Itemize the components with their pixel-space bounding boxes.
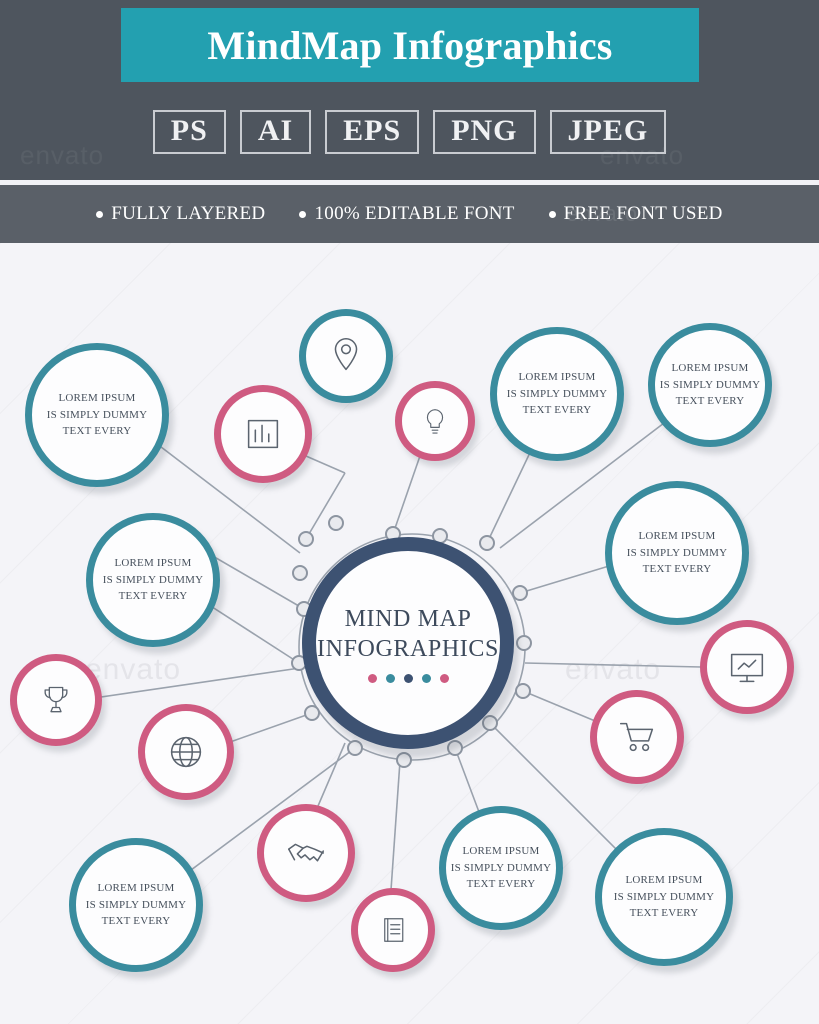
bullet-dot-icon (96, 210, 104, 218)
feature-label: FULLY LAYERED (111, 203, 266, 224)
center-dot (385, 673, 395, 683)
format-badge-jpeg: JPEG (549, 110, 667, 154)
page-title: MindMap Infographics (207, 22, 613, 68)
watermark-text: envato (20, 140, 105, 170)
watermark-text: envato (565, 653, 662, 686)
globe-icon (163, 729, 209, 775)
bullet-dot-icon (548, 210, 556, 218)
feature-label: 100% EDITABLE FONT (314, 203, 515, 224)
format-badge-png: PNG (433, 110, 536, 154)
format-badge-ai: AI (239, 110, 312, 154)
center-title-line2: INFOGRAPHICS (317, 635, 499, 662)
title-band: MindMap Infographics (121, 8, 699, 82)
notebook-icon (375, 912, 411, 948)
node-icon-handshake[interactable] (257, 804, 355, 902)
format-badges: PS AI EPS PNG JPEG (0, 103, 819, 161)
node-icon-chart[interactable] (214, 385, 312, 483)
watermark-text: envato (85, 653, 182, 686)
center-node[interactable]: MIND MAP INFOGRAPHICS (302, 537, 514, 749)
node-icon-trophy[interactable] (10, 654, 102, 746)
feature-fully-layered: FULLY LAYERED (96, 203, 265, 225)
lightbulb-icon (418, 404, 452, 438)
bar-chart-icon (240, 411, 286, 457)
center-dots (367, 673, 449, 683)
node-icon-cart[interactable] (590, 690, 684, 784)
feature-free-font: FREE FONT USED (548, 203, 723, 225)
header: envato envato MindMap Infographics PS AI… (0, 0, 819, 180)
shopping-cart-icon (614, 714, 660, 760)
trophy-icon (36, 680, 76, 720)
watermark-text: envato (566, 201, 639, 226)
feature-bar: envato FULLY LAYERED 100% EDITABLE FONT … (0, 185, 819, 243)
feature-label: FREE FONT USED (563, 203, 723, 224)
mindmap-canvas: envato envato (0, 243, 819, 1024)
node-icon-notebook[interactable] (351, 888, 435, 972)
center-dot (439, 673, 449, 683)
node-icon-globe[interactable] (138, 704, 234, 800)
map-pin-icon (323, 333, 369, 379)
center-dot (403, 673, 413, 683)
handshake-icon (283, 830, 329, 876)
feature-editable-font: 100% EDITABLE FONT (299, 203, 514, 225)
format-badge-ps: PS (152, 110, 226, 154)
center-dot (367, 673, 377, 683)
bullet-dot-icon (299, 210, 307, 218)
node-icon-idea[interactable] (395, 381, 475, 461)
monitor-icon (724, 644, 770, 690)
center-dot (421, 673, 431, 683)
center-title-line1: MIND MAP (344, 605, 472, 632)
node-icon-monitor[interactable] (700, 620, 794, 714)
watermark-text: envato (600, 140, 685, 170)
format-badge-eps: EPS (325, 110, 420, 154)
node-icon-location[interactable] (299, 309, 393, 403)
